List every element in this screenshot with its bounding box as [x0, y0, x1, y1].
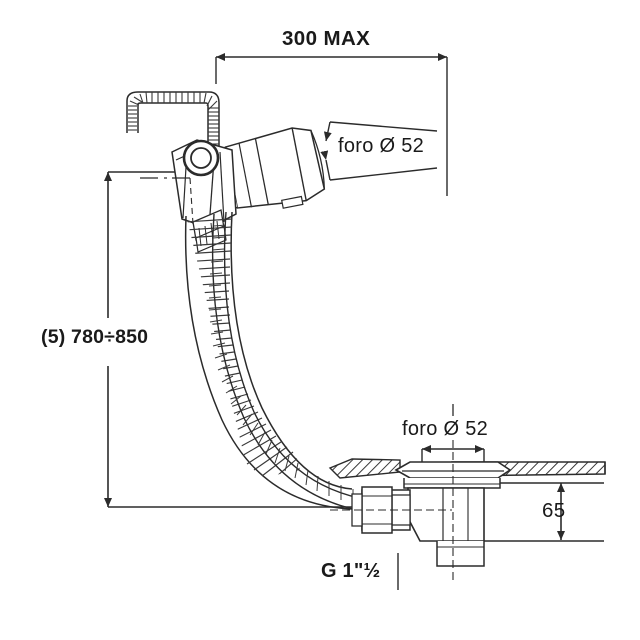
waste-body: [330, 440, 485, 580]
dimension-hose-length: [104, 171, 360, 508]
assembly-geometry: [126, 91, 606, 580]
corrugated-hose-main: [184, 211, 353, 510]
control-cable-hose: [208, 211, 401, 516]
dimension-label-waste-depth: 65: [542, 499, 566, 522]
dimension-label-overall-width: 300 MAX: [282, 27, 371, 50]
dimension-label-hose-length: (5) 780÷850: [41, 326, 149, 348]
dimension-label-waste-hole: foro Ø 52: [402, 418, 489, 440]
dimension-300-max: [215, 53, 448, 196]
overflow-body: [140, 139, 237, 253]
dimension-label-overflow-hole: foro Ø 52: [338, 135, 425, 157]
leader-foro-overflow: [320, 121, 438, 181]
hose-hook: [126, 91, 220, 161]
dimension-label-thread-size: G 1"½: [321, 560, 381, 582]
